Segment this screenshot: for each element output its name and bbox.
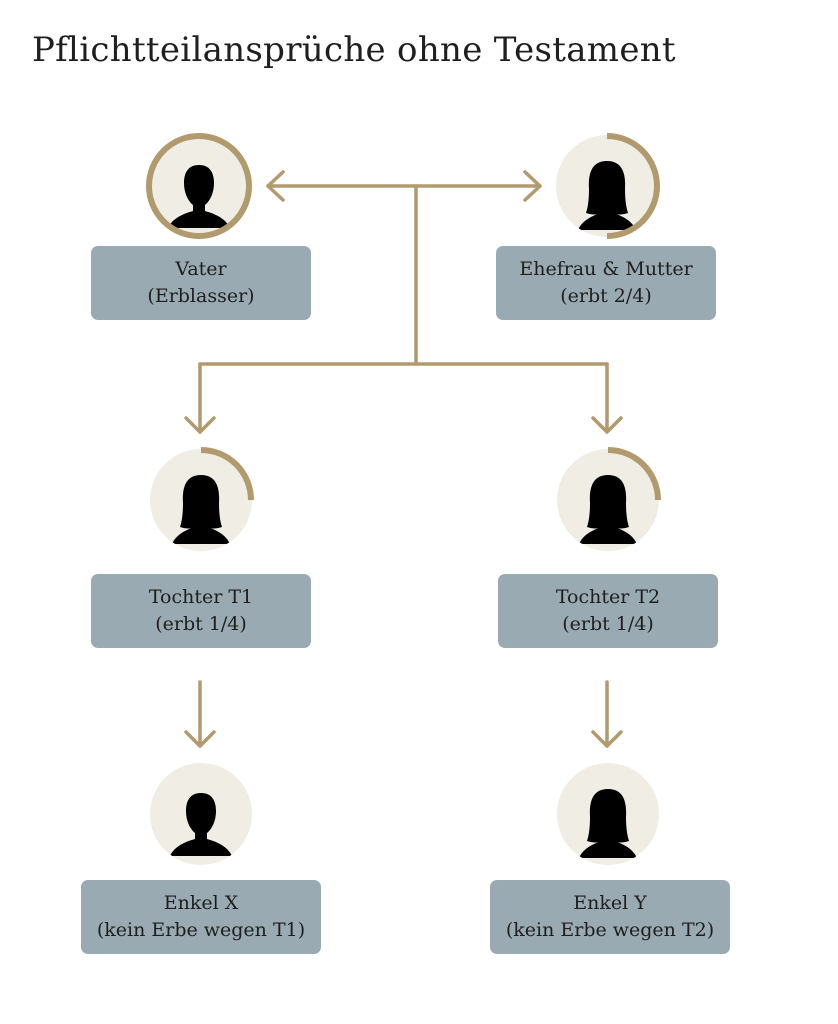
male-silhouette-icon — [168, 165, 230, 228]
female-silhouette-icon — [578, 161, 636, 230]
person-label-ehefrau: Ehefrau & Mutter (erbt 2/4) — [496, 246, 716, 320]
person-name: Enkel Y — [573, 892, 647, 914]
female-silhouette-icon — [579, 475, 637, 544]
person-detail: (erbt 1/4) — [562, 613, 654, 635]
person-name: Ehefrau & Mutter — [519, 258, 693, 280]
person-label-tochter-t1: Tochter T1 (erbt 1/4) — [91, 574, 311, 648]
person-name: Vater — [175, 258, 227, 280]
person-label-enkel-x: Enkel X (kein Erbe wegen T1) — [81, 880, 321, 954]
arrow-head-left — [266, 170, 285, 202]
arrow-head-enkel-x — [184, 730, 216, 748]
female-silhouette-icon — [172, 475, 230, 544]
person-avatar-enkel-y — [553, 759, 663, 869]
person-label-vater: Vater (Erblasser) — [91, 246, 311, 320]
person-name: Enkel X — [163, 892, 239, 914]
inheritance-ring-arc — [606, 133, 660, 239]
page-title: Pflichtteilansprüche ohne Testament — [32, 30, 676, 70]
person-avatar-enkel-x — [146, 759, 256, 869]
person-label-enkel-y: Enkel Y (kein Erbe wegen T2) — [490, 880, 730, 954]
person-avatar-tochter-t2 — [553, 445, 663, 555]
arrow-head-right — [523, 170, 542, 202]
person-avatar-vater — [144, 131, 254, 241]
person-detail: (kein Erbe wegen T1) — [96, 919, 306, 941]
person-detail: (Erblasser) — [147, 285, 255, 307]
person-name: Tochter T2 — [555, 586, 661, 608]
arrow-head-t2 — [591, 416, 623, 434]
inheritance-ring-arc — [200, 447, 254, 501]
female-silhouette-icon — [579, 789, 637, 858]
inheritance-ring-arc — [607, 447, 661, 501]
arrow-head-t1 — [184, 416, 216, 434]
person-label-tochter-t2: Tochter T2 (erbt 1/4) — [498, 574, 718, 648]
male-silhouette-icon — [170, 793, 232, 856]
person-detail: (erbt 2/4) — [560, 285, 652, 307]
person-detail: (erbt 1/4) — [155, 613, 247, 635]
person-detail: (kein Erbe wegen T2) — [505, 919, 715, 941]
inheritance-ring — [146, 133, 252, 239]
person-avatar-tochter-t1 — [146, 445, 256, 555]
person-avatar-ehefrau — [552, 131, 662, 241]
person-name: Tochter T1 — [148, 586, 254, 608]
arrow-head-enkel-y — [591, 730, 623, 748]
